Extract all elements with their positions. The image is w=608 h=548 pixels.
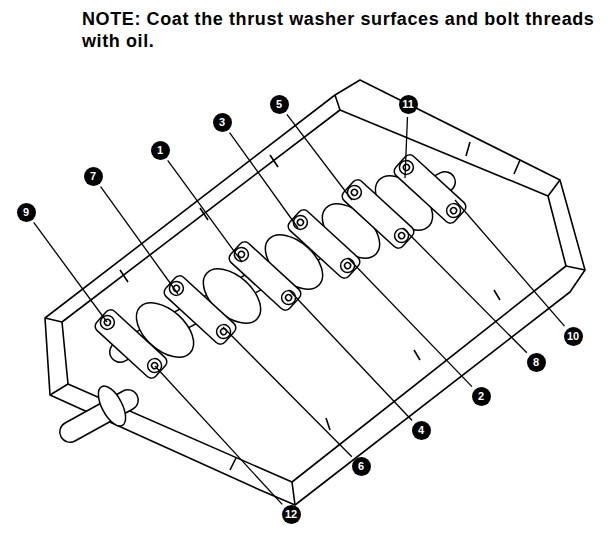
callout-number: 9 <box>23 207 29 218</box>
leader-lines <box>34 114 565 504</box>
callout-circle: 11 <box>399 95 418 114</box>
leader-line <box>289 290 412 421</box>
callout-number: 6 <box>358 461 364 472</box>
leader-line <box>223 327 352 457</box>
bearing-caps <box>93 152 469 380</box>
bearing-caps-part-part <box>350 188 358 196</box>
bearing-caps-part-part <box>345 182 365 202</box>
bearing-caps-part-part <box>392 152 469 225</box>
crankcase-outline-part <box>45 95 585 505</box>
callout-number: 7 <box>90 171 96 182</box>
bearing-caps-part-part <box>343 261 351 269</box>
callout-number: 10 <box>567 331 579 342</box>
crankcase-outline-part <box>120 142 520 282</box>
bearing-caps-part-part <box>286 207 363 280</box>
bearing-caps-part <box>392 152 469 225</box>
callout-circle: 1 <box>151 141 170 160</box>
note-text: NOTE: Coat the thrust washer surfaces an… <box>82 8 602 52</box>
bearing-caps-part-part <box>397 231 405 239</box>
bearing-caps-part-part <box>284 293 292 301</box>
callout-circle: 9 <box>17 203 36 222</box>
crankcase-outline-part <box>230 290 500 470</box>
leader-line <box>348 258 472 387</box>
callout-circle: 3 <box>213 113 232 132</box>
callout-circle: 5 <box>270 95 289 114</box>
callout-number: 11 <box>402 99 414 110</box>
callout-circle: 6 <box>352 457 371 476</box>
callout-circle: 10 <box>564 327 583 346</box>
callout-circle: 7 <box>84 167 103 186</box>
callout-number: 3 <box>219 117 225 128</box>
callout-number: 2 <box>478 391 484 402</box>
bearing-caps-part-part <box>397 157 417 177</box>
crankshaft-part <box>93 382 131 430</box>
bearing-caps-part <box>227 239 304 312</box>
callout-number: 1 <box>157 145 163 156</box>
bearing-caps-part <box>286 207 363 280</box>
callout-number: 12 <box>285 509 297 520</box>
leader-line <box>455 200 564 326</box>
leader-line <box>155 366 282 504</box>
bearing-caps-part <box>340 177 417 250</box>
bearing-caps-part-part <box>449 206 457 214</box>
callout-circle: 4 <box>412 421 431 440</box>
leader-line <box>405 117 407 178</box>
callout-circle: 12 <box>282 505 301 524</box>
callout-number: 8 <box>533 357 539 368</box>
crankcase-outline-part <box>45 80 585 505</box>
leader-line <box>230 133 298 228</box>
bearing-caps-part-part <box>296 218 304 226</box>
bearing-caps-part-part <box>219 327 227 335</box>
bearing-caps-part-part <box>214 322 234 342</box>
crankcase-outline-part <box>62 110 566 482</box>
crankcase-outline <box>45 80 585 505</box>
bearing-caps-part-part <box>162 273 239 346</box>
callout-number: 5 <box>276 99 282 110</box>
bearing-caps-part <box>162 273 239 346</box>
callout-circle: 2 <box>472 387 491 406</box>
crankshaft <box>70 165 445 432</box>
bearing-caps-part-part <box>98 312 118 332</box>
leader-line <box>287 114 352 200</box>
bearing-caps-part-part <box>227 239 304 312</box>
bearing-caps-part-part <box>402 163 410 171</box>
callout-number: 4 <box>418 425 424 436</box>
bearing-caps-part-part <box>340 177 417 250</box>
bearing-caps-part-part <box>444 201 464 221</box>
leader-line <box>168 160 242 262</box>
bearing-caps-part-part <box>392 226 412 246</box>
leader-line <box>34 222 107 322</box>
callout-circle: 8 <box>527 353 546 372</box>
leader-line <box>101 187 178 294</box>
